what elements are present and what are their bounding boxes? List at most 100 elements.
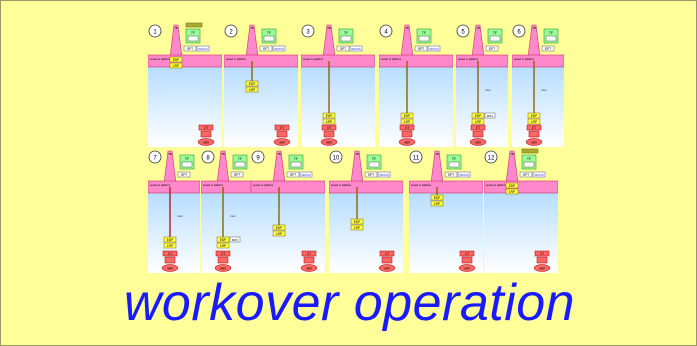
rov-box: [229, 236, 241, 243]
step-number-badge: [379, 24, 393, 38]
vessel-deck: [329, 180, 403, 194]
vessel-deck: [301, 54, 375, 68]
lrp-label: LRP: [404, 120, 410, 124]
travelling-block: [185, 22, 203, 28]
vessel-deck: [456, 54, 508, 68]
tb-label: TB: [250, 26, 254, 30]
spt-box: [485, 45, 499, 52]
tf-inner: [545, 35, 557, 42]
edp-label: EDP: [167, 238, 174, 242]
step-number-badge: [409, 150, 423, 164]
step-number: 8: [206, 156, 210, 162]
lrp-box: [430, 200, 444, 207]
xt-body: [472, 130, 484, 138]
tb-label: TB: [327, 26, 331, 30]
edp-label: EDP: [509, 184, 516, 188]
vessel-deck: [201, 180, 251, 194]
edp-label: EDP: [276, 226, 283, 230]
rov-label: ROV: [487, 114, 494, 118]
travelling-block: [521, 148, 539, 154]
wocs-box: [196, 45, 210, 52]
xt-box: [379, 250, 395, 257]
tb-label: TB: [355, 152, 359, 156]
edp-box: [245, 80, 259, 87]
vessel-label: vessel or platform: [411, 183, 431, 187]
wocs-box: [377, 171, 391, 178]
spt-box: [183, 45, 197, 52]
vessel-label: vessel or platform: [303, 57, 323, 61]
well-label: well: [464, 267, 470, 271]
xt-body: [461, 256, 473, 264]
xt-body: [217, 256, 229, 264]
vessel-label: vessel or platform: [486, 183, 506, 187]
lrp-label: LRP: [220, 244, 226, 248]
lrp-box: [471, 118, 485, 125]
edp-box: [430, 194, 444, 201]
wocs-box: [532, 171, 546, 178]
xt-body: [276, 130, 288, 138]
vessel-label: vessel or platform: [203, 183, 223, 187]
step-number: 11: [413, 156, 420, 162]
xt-label: XT: [307, 252, 311, 256]
tf-inner: [340, 35, 352, 42]
xt-box: [198, 124, 214, 131]
spt-label: SPT: [368, 173, 374, 177]
well-label: well: [220, 267, 226, 271]
well-head: [469, 138, 487, 146]
lrp-label: LRP: [326, 120, 332, 124]
spt-label: SPT: [448, 173, 454, 177]
tf-inner: [489, 35, 501, 42]
lrp-label: LRP: [276, 232, 282, 236]
lrp-box: [169, 62, 183, 69]
riser-label: riser: [485, 88, 491, 92]
vessel-label: vessel or platform: [381, 57, 401, 61]
spt-label: SPT: [181, 173, 187, 177]
xt-box: [162, 250, 178, 257]
spt-box: [519, 171, 533, 178]
step-number: 4: [384, 30, 388, 36]
well-label: well: [531, 141, 537, 145]
tf-label: TF: [185, 157, 189, 161]
wocs-label: WOCS: [379, 173, 388, 177]
lrp-box: [350, 224, 364, 231]
xt-box: [534, 250, 550, 257]
well-label: well: [475, 141, 481, 145]
edp-label: EDP: [434, 196, 441, 200]
spt-box: [444, 171, 458, 178]
xt-body: [303, 256, 315, 264]
xt-box: [470, 124, 486, 131]
edp-label: EDP: [326, 114, 333, 118]
spt-label: SPT: [263, 47, 269, 51]
riser-label: riser: [177, 214, 183, 218]
lrp-box: [400, 118, 414, 125]
tb-label: TB: [174, 26, 178, 30]
xt-label: XT: [532, 126, 536, 130]
tf-inner: [290, 161, 302, 168]
wocs-label: WOCS: [429, 47, 438, 51]
spt-label: SPT: [187, 47, 193, 51]
tb-label: TB: [405, 26, 409, 30]
well-head: [533, 264, 551, 272]
xt-body: [401, 130, 413, 138]
vessel-label: vessel or platform: [458, 57, 478, 61]
wocs-box: [272, 45, 286, 52]
spt-box: [286, 171, 300, 178]
edp-box: [216, 236, 230, 243]
tf-inner: [418, 35, 430, 42]
sea-area: [301, 67, 375, 147]
xt-body: [381, 256, 393, 264]
step-number: 9: [256, 156, 260, 162]
well-label: well: [306, 267, 312, 271]
sea-area: [379, 67, 453, 147]
vessel-label: vessel or platform: [150, 183, 170, 187]
lrp-label: LRP: [531, 120, 537, 124]
